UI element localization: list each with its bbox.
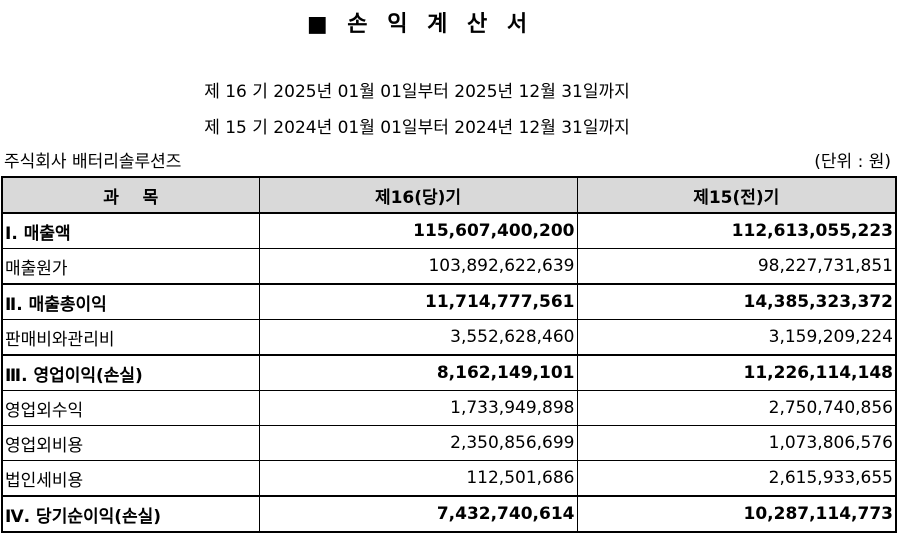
header-prior-period: 제15(전)기 <box>576 176 897 214</box>
account-label: 영업외수익 <box>1 390 260 426</box>
prior-amount: 1,073,806,576 <box>576 425 897 461</box>
current-amount: 103,892,622,639 <box>258 248 578 285</box>
prior-amount: 112,613,055,223 <box>576 212 897 249</box>
currency-unit: (단위 : 원) <box>814 152 891 172</box>
account-label: Ⅱ. 매출총이익 <box>1 283 260 320</box>
account-label: 매출원가 <box>1 248 260 285</box>
current-amount: 3,552,628,460 <box>258 319 578 356</box>
account-label: 법인세비용 <box>1 460 260 497</box>
document-title: ■ 손 익 계 산 서 <box>306 12 534 37</box>
prior-amount: 14,385,323,372 <box>576 283 897 320</box>
company-name: 주식회사 배터리솔루션즈 <box>4 152 182 172</box>
account-label: 영업외비용 <box>1 425 260 461</box>
current-amount: 115,607,400,200 <box>258 212 578 249</box>
account-label: Ⅰ. 매출액 <box>1 212 260 249</box>
prior-amount: 98,227,731,851 <box>576 248 897 285</box>
prior-amount: 11,226,114,148 <box>576 354 897 391</box>
current-amount: 1,733,949,898 <box>258 390 578 426</box>
current-amount: 2,350,856,699 <box>258 425 578 461</box>
period-current: 제 16 기 2025년 01월 01일부터 2025년 12월 31일까지 <box>204 82 630 102</box>
current-amount: 8,162,149,101 <box>258 354 578 391</box>
table-header-row: 과 목 제16(당)기 제15(전)기 <box>1 176 897 214</box>
header-current-period: 제16(당)기 <box>258 176 578 214</box>
account-label: Ⅳ. 당기순이익(손실) <box>1 495 260 533</box>
account-label: 판매비와관리비 <box>1 319 260 356</box>
prior-amount: 2,615,933,655 <box>576 460 897 497</box>
prior-amount: 2,750,740,856 <box>576 390 897 426</box>
prior-amount: 3,159,209,224 <box>576 319 897 356</box>
current-amount: 7,432,740,614 <box>258 495 578 533</box>
period-prior: 제 15 기 2024년 01월 01일부터 2024년 12월 31일까지 <box>204 118 630 138</box>
account-label: Ⅲ. 영업이익(손실) <box>1 354 260 391</box>
prior-amount: 10,287,114,773 <box>576 495 897 533</box>
current-amount: 11,714,777,561 <box>258 283 578 320</box>
current-amount: 112,501,686 <box>258 460 578 497</box>
header-account: 과 목 <box>1 176 260 214</box>
